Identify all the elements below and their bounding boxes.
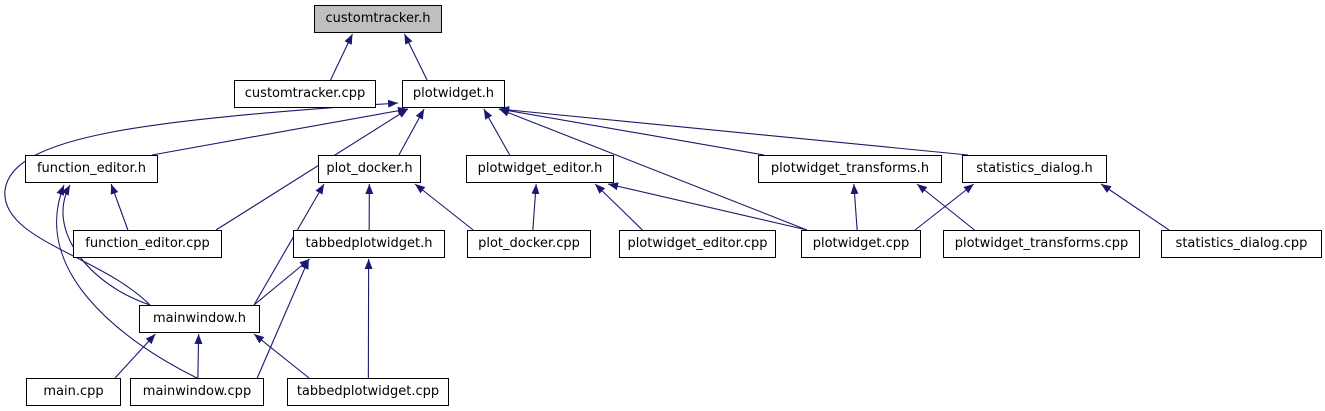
edge-statistics-dialog-h-to-plotwidget-h — [498, 105, 969, 156]
edge-function-editor-cpp-to-function-editor-h — [110, 183, 129, 231]
edge-plotwidget-cpp-to-plotwidget-transforms-h — [850, 183, 859, 231]
edge-main-cpp-to-mainwindow-h — [114, 333, 156, 379]
edge-tabbedplotwidget-cpp-to-mainwindow-h — [253, 333, 310, 379]
node-function-editor-h[interactable]: function_editor.h — [25, 155, 158, 183]
edge-mainwindow-cpp-to-function-editor-h — [56, 184, 198, 379]
edge-plotwidget-cpp-to-plotwidget-h — [498, 108, 808, 231]
node-statistics-dialog-h[interactable]: statistics_dialog.h — [962, 155, 1107, 183]
edge-plot-docker-cpp-to-plot-docker-h — [414, 183, 474, 231]
node-mainwindow-cpp[interactable]: mainwindow.cpp — [130, 378, 264, 406]
node-customtracker-cpp[interactable]: customtracker.cpp — [234, 80, 376, 108]
edge-plotwidget-transforms-h-to-plotwidget-h — [498, 106, 765, 156]
edge-function-editor-cpp-to-plotwidget-h — [215, 108, 409, 231]
node-plotwidget-cpp[interactable]: plotwidget.cpp — [801, 230, 921, 258]
edge-plotwidget-editor-cpp-to-plotwidget-editor-h — [594, 183, 643, 231]
node-customtracker-h[interactable]: customtracker.h — [314, 5, 442, 33]
edge-mainwindow-cpp-to-tabbedplotwidget-h — [256, 258, 310, 379]
node-plotwidget-editor-h[interactable]: plotwidget_editor.h — [466, 155, 614, 183]
edge-plotwidget-transforms-cpp-to-plotwidget-transforms-h — [916, 183, 975, 231]
edge-customtracker-cpp-to-customtracker-h — [330, 33, 353, 81]
edge-plotwidget-cpp-to-plotwidget-editor-h — [607, 182, 808, 231]
edge-function-editor-h-to-plotwidget-h — [151, 106, 409, 156]
edge-plotwidget-h-to-customtracker-h — [403, 33, 428, 81]
node-plotwidget-transforms-h[interactable]: plotwidget_transforms.h — [758, 155, 942, 183]
edge-plotwidget-cpp-to-statistics-dialog-h — [914, 183, 975, 231]
edge-statistics-dialog-cpp-to-statistics-dialog-h — [1100, 183, 1170, 231]
edge-mainwindow-cpp-to-mainwindow-h — [194, 333, 203, 379]
node-plotwidget-transforms-cpp[interactable]: plotwidget_transforms.cpp — [943, 230, 1140, 258]
edge-layer — [4, 33, 1170, 379]
node-plotwidget-editor-cpp[interactable]: plotwidget_editor.cpp — [619, 230, 776, 258]
node-plotwidget-h[interactable]: plotwidget.h — [402, 80, 505, 108]
edge-plot-docker-cpp-to-plotwidget-editor-h — [531, 183, 540, 231]
edge-mainwindow-h-to-tabbedplotwidget-h — [253, 258, 311, 306]
node-plot-docker-cpp[interactable]: plot_docker.cpp — [467, 230, 591, 258]
edge-mainwindow-h-to-plotwidget-h — [4, 99, 399, 306]
edge-plot-docker-h-to-plotwidget-h — [398, 108, 425, 156]
node-tabbedplotwidget-h[interactable]: tabbedplotwidget.h — [293, 230, 445, 258]
edge-mainwindow-h-to-plot-docker-h — [253, 183, 325, 306]
node-main-cpp[interactable]: main.cpp — [26, 378, 121, 406]
node-tabbedplotwidget-cpp[interactable]: tabbedplotwidget.cpp — [287, 378, 449, 406]
edge-plotwidget-editor-h-to-plotwidget-h — [483, 108, 511, 156]
node-plot-docker-h[interactable]: plot_docker.h — [318, 155, 421, 183]
node-function-editor-cpp[interactable]: function_editor.cpp — [73, 230, 222, 258]
node-statistics-dialog-cpp[interactable]: statistics_dialog.cpp — [1161, 230, 1322, 258]
node-mainwindow-h[interactable]: mainwindow.h — [139, 305, 260, 333]
